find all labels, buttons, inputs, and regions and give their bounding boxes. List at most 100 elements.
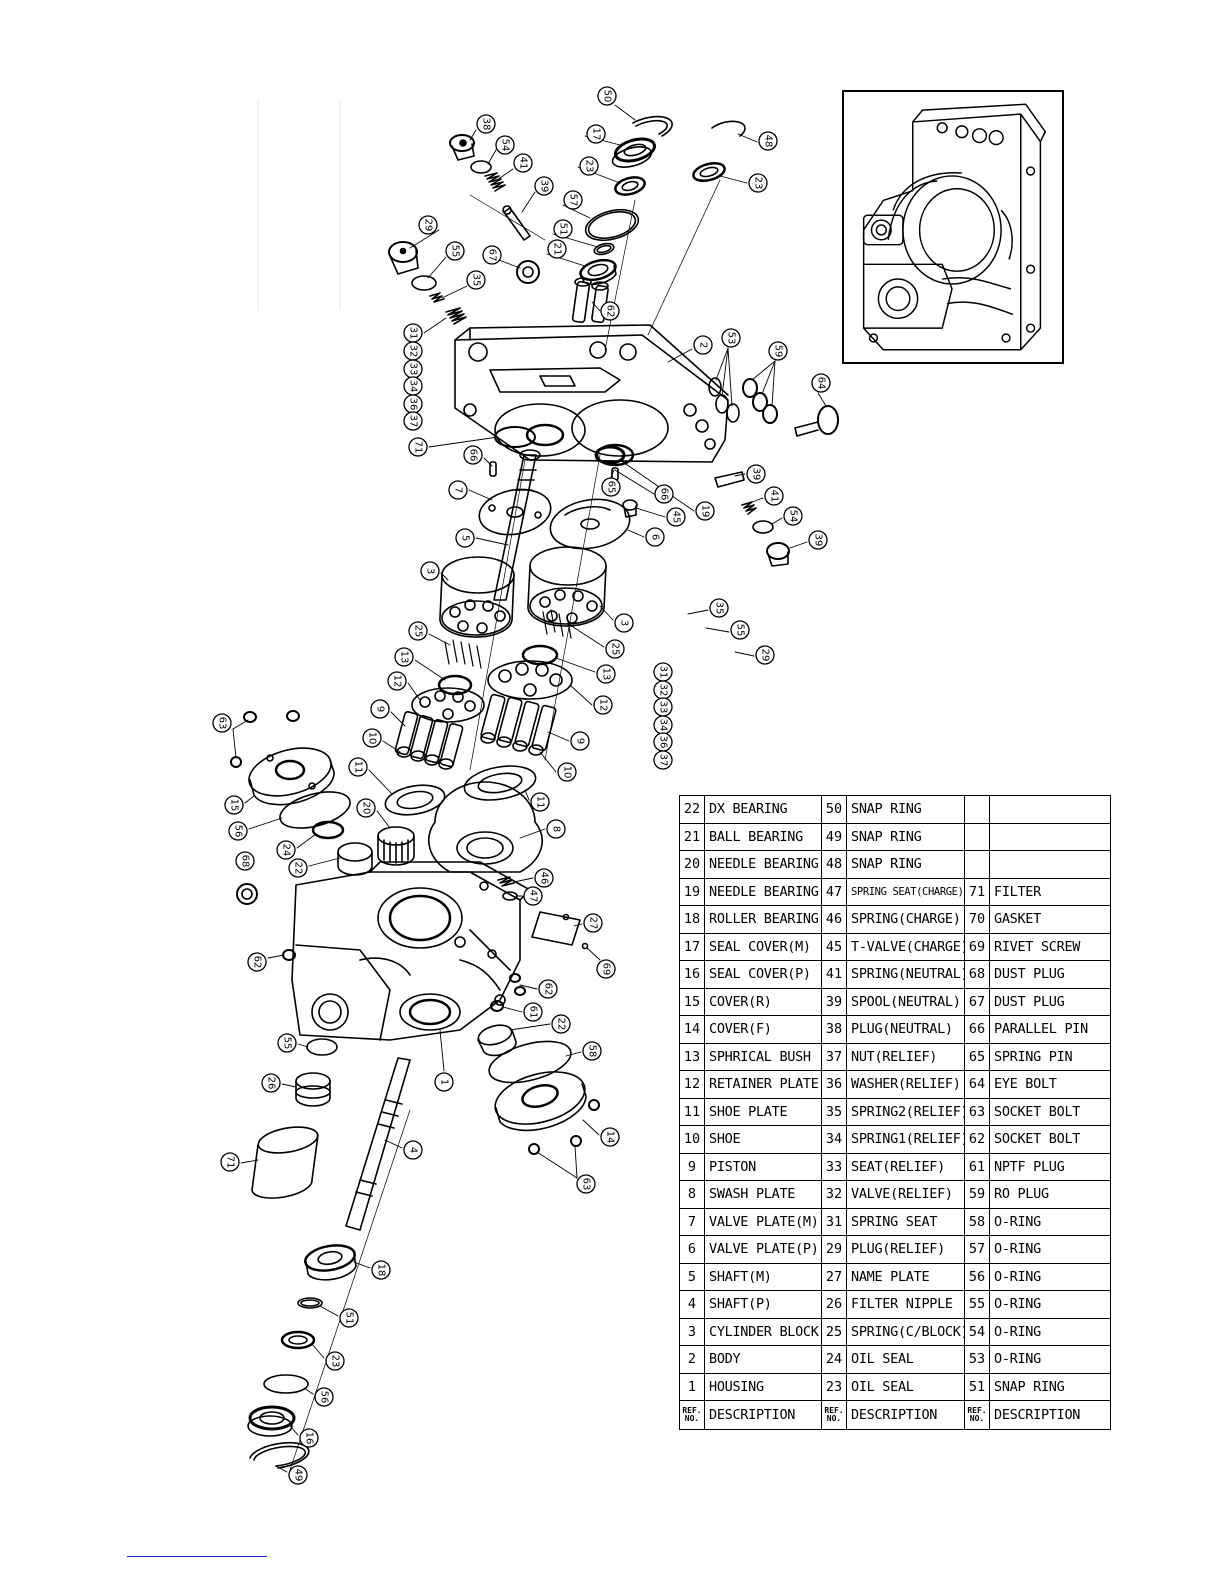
cylinder-block-3-left <box>439 556 515 638</box>
ref-no-cell: 68 <box>964 960 990 989</box>
callout-circle <box>553 219 573 239</box>
description-cell: NEEDLE BEARING <box>704 877 822 906</box>
callout-27: 27 <box>583 913 603 933</box>
callout-circle <box>600 1127 620 1147</box>
callout-number: 13 <box>399 651 410 664</box>
ref-no-cell: 33 <box>821 1152 847 1181</box>
callout-number: 16 <box>304 1432 315 1445</box>
description-cell: SPOOL(NEUTRAL) <box>846 987 965 1016</box>
description-cell: SNAP RING <box>989 1372 1111 1401</box>
callout-number: 22 <box>556 1018 567 1031</box>
o-ring-58 <box>488 1040 572 1084</box>
description-cell: SPRING(NEUTRAL) <box>846 960 965 989</box>
seal-cover-16 <box>247 1405 296 1437</box>
spring-46 <box>497 876 515 887</box>
o-ring-55-bottom <box>306 1038 338 1056</box>
callout-number: 10 <box>367 732 378 745</box>
snap-ring-48 <box>711 120 746 137</box>
shoes-10-right <box>480 732 544 756</box>
description-cell: SHOE <box>704 1125 822 1154</box>
callout-17: 17 <box>586 124 606 144</box>
callout-number: 31 <box>408 327 419 340</box>
ref-no-cell: 67 <box>964 987 990 1016</box>
valve-plate-6 <box>549 498 631 550</box>
callout-number: 51 <box>344 1312 355 1325</box>
callout-circle <box>495 135 515 155</box>
callout-number: 39 <box>539 180 550 193</box>
snap-ring-50 <box>632 115 673 137</box>
callout-34: 34 <box>653 715 673 735</box>
ref-no-cell: 56 <box>964 1262 990 1291</box>
description-cell: FILTER <box>989 877 1111 906</box>
swash-plate-8 <box>428 781 543 873</box>
callout-24: 24 <box>276 840 296 860</box>
callout-circle <box>614 613 634 633</box>
o-ring-55-top <box>411 275 437 291</box>
callout-circle <box>434 1072 454 1092</box>
ref-no-cell: 12 <box>679 1070 705 1099</box>
description-cell: SHAFT(M) <box>704 1262 822 1291</box>
callout-39: 39 <box>746 464 766 484</box>
description-cell: NEEDLE BEARING <box>704 850 822 879</box>
callout-number: 66 <box>659 488 670 501</box>
callout-circle <box>325 1351 345 1371</box>
callout-25: 25 <box>605 639 625 659</box>
description-cell <box>989 822 1111 851</box>
ref-no-cell: 63 <box>964 1097 990 1126</box>
description-cell: BODY <box>704 1345 822 1374</box>
roller-bearing-18 <box>304 1244 357 1281</box>
callout-circle <box>582 1041 602 1061</box>
ref-no-cell: 50 <box>821 795 847 824</box>
footer-link-underline[interactable] <box>127 1556 267 1557</box>
callout-circle <box>811 373 831 393</box>
callout-number: 68 <box>240 855 251 868</box>
plug-38-right <box>766 542 790 567</box>
callout-29: 29 <box>755 645 775 665</box>
callout-number: 22 <box>293 862 304 875</box>
ref-no-cell: 65 <box>964 1042 990 1071</box>
callout-63: 63 <box>212 713 232 733</box>
callout-circle <box>455 528 475 548</box>
ref-no-cell: 29 <box>821 1235 847 1264</box>
description-cell: GASKET <box>989 905 1111 934</box>
callout-number: 62 <box>252 956 263 969</box>
callout-number: 24 <box>281 844 292 857</box>
description-cell: PLUG(NEUTRAL) <box>846 1015 965 1044</box>
springs-25-right <box>542 609 572 639</box>
callout-36: 36 <box>403 394 423 414</box>
ref-no-header: REF.NO. <box>821 1400 847 1430</box>
callout-34: 34 <box>403 376 423 396</box>
callout-31: 31 <box>403 323 423 343</box>
ref-no-cell: 7 <box>679 1207 705 1236</box>
callout-number: 29 <box>423 219 434 232</box>
ref-no-cell <box>964 795 990 824</box>
callout-circle <box>224 795 244 815</box>
callout-49: 49 <box>288 1465 308 1485</box>
callout-number: 65 <box>606 481 617 494</box>
ref-no-cell: 70 <box>964 905 990 934</box>
ref-no-cell: 47 <box>821 877 847 906</box>
callout-number: 37 <box>658 754 669 767</box>
callout-circle <box>228 821 248 841</box>
callout-69: 69 <box>596 959 616 979</box>
callout-number: 33 <box>408 363 419 376</box>
ref-no-cell: 16 <box>679 960 705 989</box>
ref-no-cell: 17 <box>679 932 705 961</box>
ref-no-cell: 69 <box>964 932 990 961</box>
callout-number: 5 <box>460 535 471 541</box>
callout-37: 37 <box>653 750 673 770</box>
description-cell: EYE BOLT <box>989 1070 1111 1099</box>
socket-bolts-63-top <box>230 710 300 768</box>
callout-7: 7 <box>448 480 468 500</box>
plug-38-top <box>449 134 475 161</box>
callout-number: 3 <box>425 568 436 574</box>
callout-number: 46 <box>539 872 550 885</box>
callout-circle <box>783 506 803 526</box>
callout-66: 66 <box>463 445 483 465</box>
